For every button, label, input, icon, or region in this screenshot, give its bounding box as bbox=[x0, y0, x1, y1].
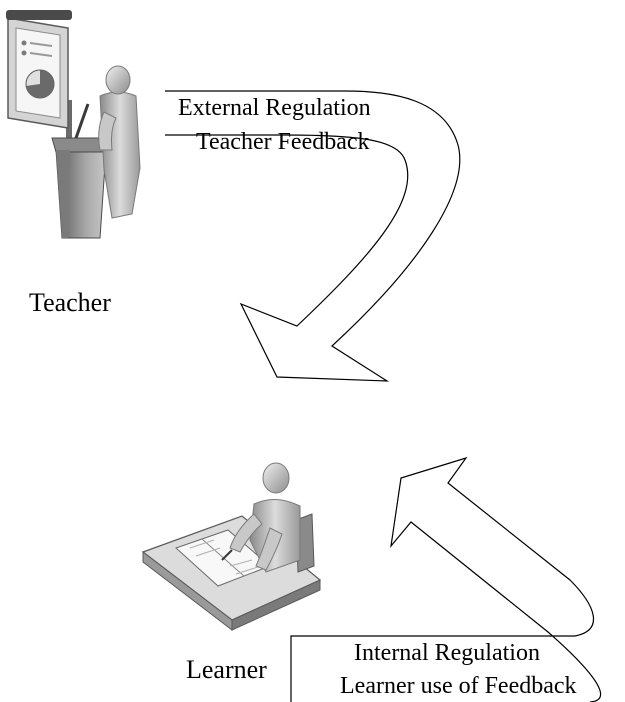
teacher-presenter-icon bbox=[6, 10, 141, 239]
teacher-label: Teacher bbox=[29, 288, 111, 317]
teacher-feedback-label: Teacher Feedback bbox=[196, 129, 370, 155]
internal-regulation-arrow bbox=[290, 456, 602, 702]
external-regulation-label: External Regulation bbox=[178, 95, 371, 121]
internal-regulation-label: Internal Regulation bbox=[354, 640, 540, 666]
learner-reading-icon bbox=[141, 462, 322, 632]
external-regulation-arrow bbox=[165, 90, 461, 382]
learner-label: Learner bbox=[186, 655, 267, 684]
learner-use-of-feedback-label: Learner use of Feedback bbox=[340, 673, 577, 699]
